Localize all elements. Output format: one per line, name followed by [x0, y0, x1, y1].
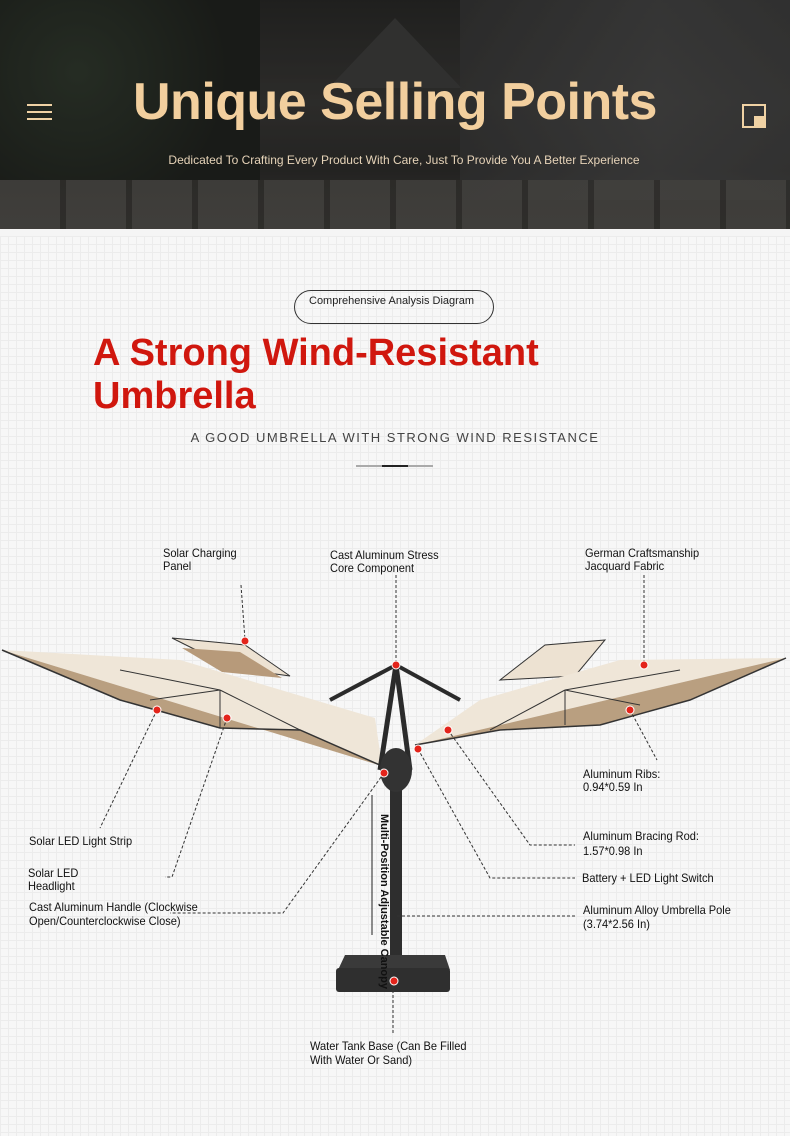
heading-line-2: Umbrella — [93, 375, 256, 417]
hero-title: Unique Selling Points — [133, 73, 657, 131]
marker-dots — [152, 636, 649, 986]
umbrella-left-canopy — [1, 637, 383, 767]
section-tagline: A GOOD UMBRELLA WITH STRONG WIND RESISTA… — [190, 430, 600, 445]
label-bracing-rod: Aluminum Bracing Rod:1.57*0.98 In — [583, 829, 699, 858]
label-light-strip: Solar LED Light Strip — [29, 834, 133, 848]
umbrella-right-canopy — [414, 639, 787, 746]
heading-line-1: A Strong Wind-Resistant — [93, 332, 539, 374]
hero-background-patio — [0, 180, 790, 229]
hero-subtitle: Dedicated To Crafting Every Product With… — [168, 153, 640, 167]
expand-icon[interactable] — [742, 104, 766, 128]
hero-background-trees — [0, 0, 260, 180]
hero-overlay — [0, 0, 790, 229]
leader-lines — [99, 575, 658, 1035]
menu-icon[interactable] — [27, 104, 52, 120]
label-ribs: Aluminum Ribs:0.94*0.59 In — [583, 767, 661, 794]
label-canopy: Multi-Position Adjustable Canopy — [378, 814, 390, 989]
umbrella-frame — [329, 663, 461, 960]
label-pole: Aluminum Alloy Umbrella Pole(3.74*2.56 I… — [583, 903, 731, 931]
section-pill: Comprehensive Analysis Diagram — [294, 290, 494, 324]
label-battery: Battery + LED Light Switch — [582, 871, 714, 885]
hero-banner: Unique Selling Points Dedicated To Craft… — [0, 0, 790, 229]
divider — [356, 465, 433, 467]
hero-background-house — [460, 0, 790, 200]
